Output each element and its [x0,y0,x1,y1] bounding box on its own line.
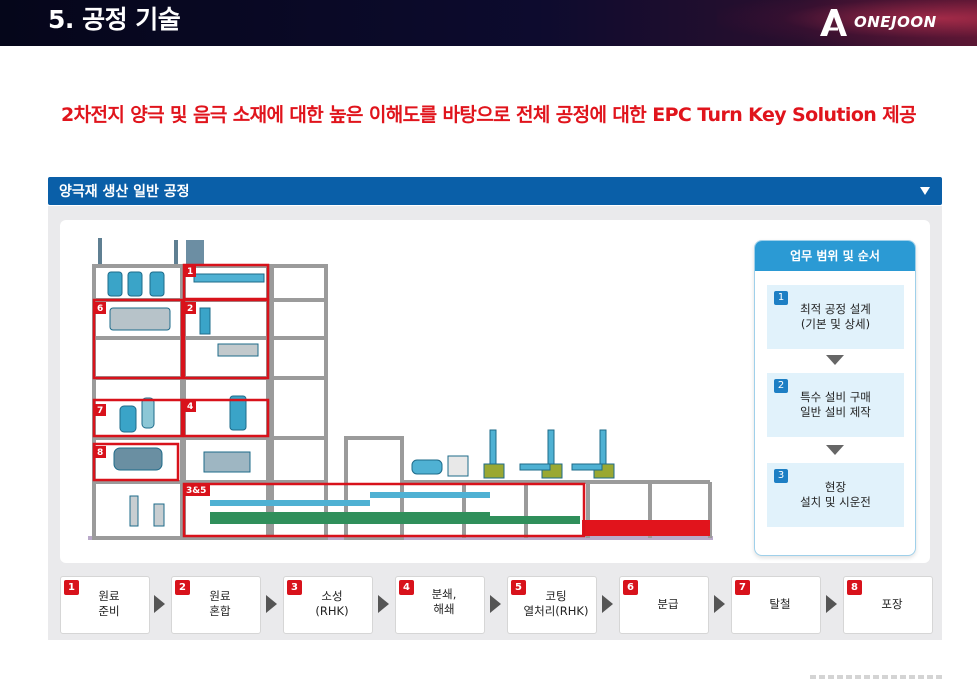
scope-text: 특수 설비 구매 일반 설비 제작 [800,390,871,419]
marker-label: 3&5 [186,486,206,496]
process-step: 1 원료 준비 [60,576,150,634]
right-arrow-icon [266,595,277,613]
process-step: 8 포장 [843,576,933,634]
triangle-down-icon[interactable] [920,187,930,195]
step-label: 분쇄, 해쇄 [431,587,457,616]
right-arrow-icon [826,595,837,613]
scope-item: 3 현장 설치 및 시운전 [767,463,904,527]
step-label: 분급 [657,597,679,611]
step-label: 탈철 [769,597,791,611]
right-arrow-icon [154,595,165,613]
scope-number: 2 [774,379,788,393]
process-step: 5 코팅 열처리(RHK) [507,576,597,634]
plant-illustration-area: 1 2 3&5 4 6 7 8 업무 범위 및 순서 1 최적 공정 설계 (기… [60,220,930,563]
logo-text: ONEJOON [854,13,937,31]
step-number: 6 [623,580,638,595]
process-step: 7 탈철 [731,576,821,634]
right-arrow-icon [602,595,613,613]
marker-label: 7 [97,406,103,416]
scope-text: 현장 설치 및 시운전 [800,480,871,509]
process-step: 6 분급 [619,576,709,634]
step-number: 7 [735,580,750,595]
right-arrow-icon [490,595,501,613]
scope-item: 2 특수 설비 구매 일반 설비 제작 [767,373,904,437]
step-number: 3 [287,580,302,595]
step-label: 포장 [881,597,903,611]
step-label: 코팅 열처리(RHK) [523,589,589,618]
marker-label: 6 [97,304,103,314]
header-bar: 5. 공정 기술 ONEJOON [0,0,977,46]
step-label: 원료 혼합 [209,589,231,618]
step-number: 5 [511,580,526,595]
down-arrow-icon [826,355,844,365]
right-arrow-icon [714,595,725,613]
scope-text: 최적 공정 설계 (기본 및 상세) [800,302,871,331]
scope-item: 1 최적 공정 설계 (기본 및 상세) [767,285,904,349]
scope-number: 1 [774,291,788,305]
marker-label: 1 [187,267,193,277]
step-number: 4 [399,580,414,595]
right-arrow-icon [378,595,389,613]
process-step: 4 분쇄, 해쇄 [395,576,485,634]
plant-illustration: 1 2 3&5 4 6 7 8 [88,238,713,540]
step-number: 8 [847,580,862,595]
down-arrow-icon [826,445,844,455]
step-label: 원료 준비 [98,589,120,618]
subtitle: 2차전지 양극 및 음극 소재에 대한 높은 이해도를 바탕으로 전체 공정에 … [61,104,917,126]
step-label: 소성 (RHK) [315,589,349,618]
section-title: 양극재 생산 일반 공정 [59,184,190,200]
header-glow [717,0,977,46]
marker-label: 8 [97,448,103,458]
scope-title: 업무 범위 및 순서 [755,241,915,271]
step-number: 1 [64,580,79,595]
marker-label: 2 [187,304,193,314]
logo-a-icon [820,9,847,36]
step-number: 2 [175,580,190,595]
scope-number: 3 [774,469,788,483]
company-logo: ONEJOON [816,4,937,40]
process-step: 3 소성 (RHK) [283,576,373,634]
section-header[interactable]: 양극재 생산 일반 공정 [48,177,942,205]
marker-label: 4 [187,402,193,412]
process-panel: 1 2 3&5 4 6 7 8 업무 범위 및 순서 1 최적 공정 설계 (기… [48,206,942,640]
process-step: 2 원료 혼합 [171,576,261,634]
footer-mark [810,675,945,679]
page-title: 5. 공정 기술 [48,5,181,34]
work-scope-panel: 업무 범위 및 순서 1 최적 공정 설계 (기본 및 상세) 2 특수 설비 … [754,240,916,556]
